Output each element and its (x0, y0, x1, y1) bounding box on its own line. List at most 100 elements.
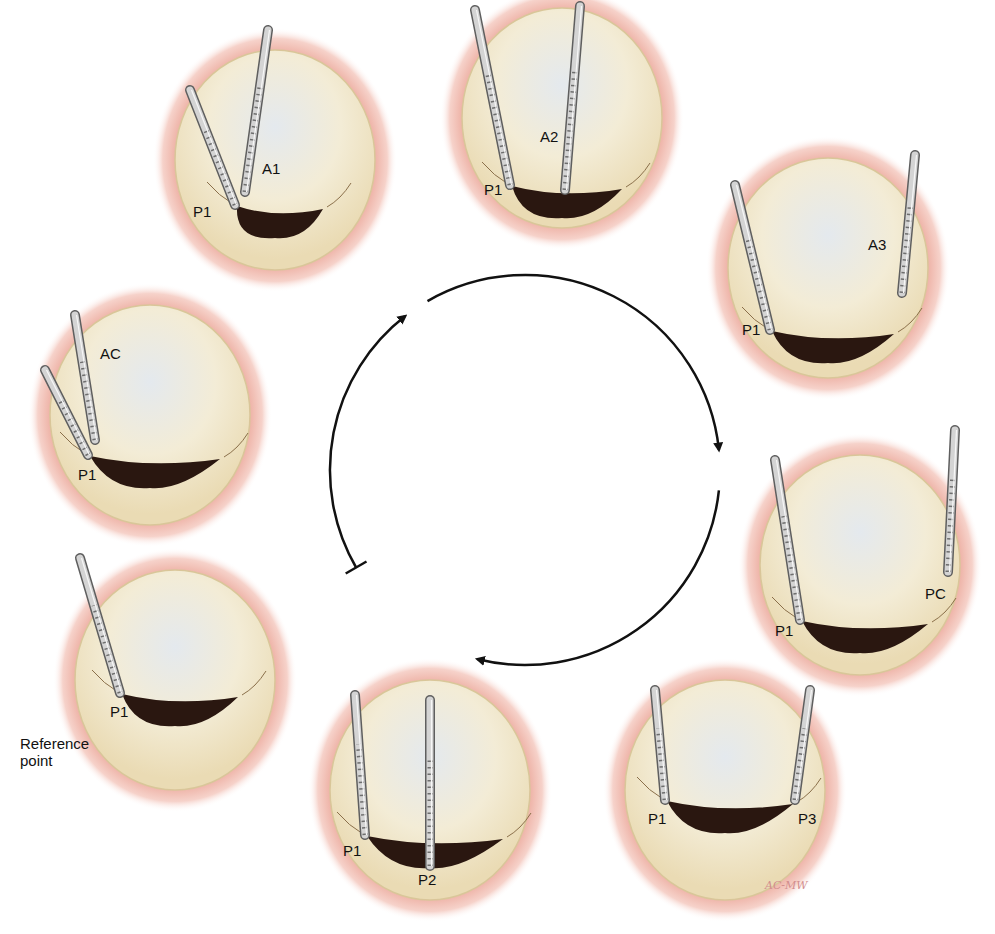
annulus-halo (308, 658, 552, 922)
probe-body (565, 6, 580, 190)
segment-label: P1 (742, 321, 760, 338)
annulus-halo (706, 136, 950, 400)
mitral-valve (440, 0, 684, 250)
probe-outline (775, 460, 800, 620)
artist-signature: AC-MW (765, 880, 808, 893)
probe-shine (431, 700, 432, 866)
segment-label: A1 (262, 160, 280, 177)
annulus-halo (53, 548, 297, 812)
probe-outline (80, 558, 120, 693)
probe-body (735, 185, 770, 330)
measuring-probe (735, 185, 772, 330)
commissure-line (327, 183, 351, 207)
valve-orifice (90, 456, 220, 488)
probe-outline (425, 700, 435, 866)
segment-label: PC (925, 585, 946, 602)
mitral-valve (153, 28, 397, 292)
valve-leaflets (330, 680, 530, 900)
measuring-probe (75, 315, 97, 440)
probe-shine (567, 6, 582, 190)
probe-ticks (487, 71, 510, 185)
probe-body (795, 690, 810, 800)
probe-body (475, 10, 510, 185)
annulus-halo (440, 0, 684, 250)
measuring-probe (655, 690, 667, 800)
cycle-arrow (330, 316, 405, 567)
measuring-probe (565, 6, 582, 190)
commissure-line (224, 433, 248, 457)
commissure-line (626, 163, 650, 187)
probe-shine (904, 155, 917, 293)
probe-shine (477, 10, 512, 185)
probe-outline (565, 6, 580, 190)
cycle-arrow (478, 490, 719, 665)
commissure-line (898, 308, 922, 332)
segment-label: P1 (775, 622, 793, 639)
valve-orifice (122, 694, 238, 726)
probe-ticks (82, 359, 95, 440)
valve-leaflets (760, 455, 960, 675)
measuring-probe (775, 460, 802, 620)
probe-outline (355, 695, 365, 835)
segment-label: AC (100, 345, 121, 362)
measuring-probe (795, 690, 812, 800)
segment-label: P1 (78, 466, 96, 483)
probe-outline (75, 315, 95, 440)
probe-shine (192, 90, 237, 205)
probe-body (355, 695, 365, 835)
segment-label: P1 (648, 810, 666, 827)
valve-leaflets (175, 50, 375, 270)
measuring-probe (80, 558, 122, 693)
annulus-halo (603, 658, 847, 922)
probe-ticks (245, 87, 260, 192)
probe-shine (797, 690, 812, 800)
probe-outline (655, 690, 665, 800)
measuring-probe (430, 700, 432, 866)
probe-outline (735, 185, 770, 330)
probe-ticks (94, 605, 120, 693)
probe-outline (902, 155, 915, 293)
probe-body (427, 700, 434, 866)
measuring-probe (902, 155, 917, 293)
segment-label: P1 (110, 703, 128, 720)
probe-body (80, 558, 120, 693)
valve-leaflets (728, 158, 928, 378)
probe-body (948, 430, 955, 572)
probe-ticks (565, 70, 575, 190)
probe-shine (657, 690, 667, 800)
segment-label: P3 (798, 810, 816, 827)
segment-label: P1 (193, 203, 211, 220)
mitral-valve (308, 658, 552, 922)
probe-shine (82, 558, 122, 693)
probe-outline (190, 90, 235, 205)
valve-orifice (772, 331, 894, 363)
segment-label: P2 (418, 871, 436, 888)
probe-ticks (60, 400, 88, 455)
probe-ticks (659, 729, 666, 801)
probe-body (75, 315, 95, 440)
cycle-arrow (428, 275, 719, 450)
measuring-probe (355, 695, 367, 835)
annulus-halo (153, 28, 397, 292)
mitral-valve (603, 658, 847, 922)
probe-outline (475, 10, 510, 185)
probe-body (190, 90, 235, 205)
mitral-valve (53, 548, 297, 812)
measuring-probe (475, 10, 512, 185)
valve-orifice (802, 621, 928, 653)
cycle-start-bar (346, 562, 367, 574)
probe-ticks (902, 203, 910, 293)
segment-label: A2 (540, 128, 558, 145)
probe-shine (357, 695, 367, 835)
annulus-halo (28, 283, 272, 547)
mitral-valve (706, 136, 950, 400)
probe-body (902, 155, 915, 293)
probe-ticks (359, 744, 366, 835)
probe-shine (737, 185, 772, 330)
probe-outline (795, 690, 810, 800)
reference-note: Reference point (20, 735, 100, 770)
valve-leaflets (75, 570, 275, 790)
valve-leaflets (50, 305, 250, 525)
commissure-line (242, 671, 266, 695)
